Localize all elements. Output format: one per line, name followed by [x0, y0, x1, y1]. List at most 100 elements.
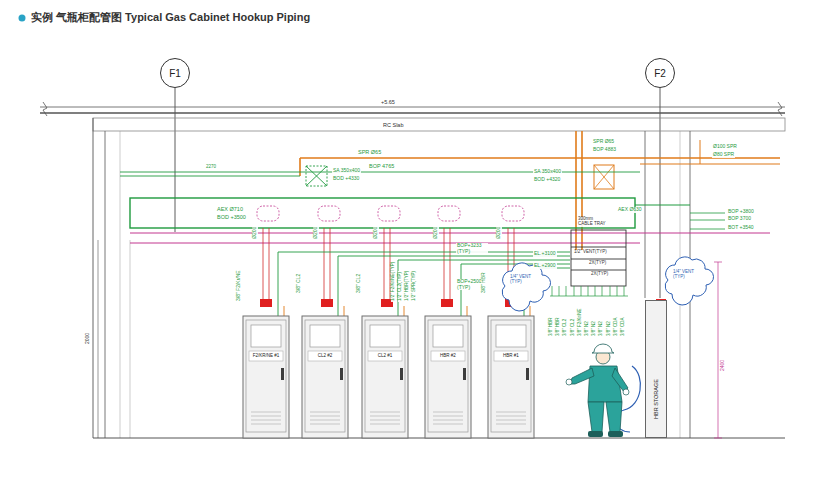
annotation: SA 350x400: [533, 169, 562, 175]
pipe-tag: 2400: [720, 359, 726, 372]
pipe-tag: 3/8" HBR: [549, 316, 554, 337]
annotation: BOT +3540: [727, 225, 755, 231]
cabinet-label: HBR #1: [488, 353, 534, 358]
aex-duct-part: [130, 243, 640, 244]
worker-figure-part: [623, 389, 629, 395]
spr-pipe-part: [594, 165, 614, 189]
annotation: BOP 3700: [727, 216, 752, 222]
note-cloud: [502, 257, 713, 311]
pipe-tag: 3/8" HBR: [556, 316, 561, 337]
annotation: SPR Ø65: [357, 149, 382, 155]
annotation: 1/4" VENT (TYP): [672, 270, 704, 280]
exhaust-branches-part: [269, 228, 270, 300]
slab-structure-part: [40, 107, 785, 108]
pipe-tag: 1/2" F2/Kr/NE(TYP): [391, 261, 396, 302]
annotation: 2X(TYP): [590, 272, 609, 277]
exhaust-connector-part: [321, 299, 333, 307]
aex-duct-part: [690, 220, 725, 221]
gas-lines-part: [467, 306, 468, 316]
tube-bundle-part: [559, 286, 560, 296]
spr-pipe-part: [575, 131, 577, 250]
slab-structure-part: [93, 118, 785, 131]
worker-figure-part: [566, 379, 572, 385]
gas-lines-part: [338, 256, 570, 316]
worker-figure: [566, 344, 640, 437]
sa-duct-part: [306, 166, 327, 186]
tube-bundle-part: [588, 286, 589, 296]
spr-pipe: [300, 131, 780, 250]
tube-bundle-part: [550, 296, 628, 297]
cable-tray-part: [571, 270, 626, 271]
worker-figure-part: [608, 431, 623, 437]
tube-bundle: [550, 286, 628, 296]
exhaust-dampers-part: [438, 206, 460, 221]
pipe-tag: 3/8" N2: [592, 320, 597, 337]
axis-bubble: F1: [160, 58, 190, 88]
gas-lines-part: [278, 252, 570, 316]
spr-pipe-part: [594, 165, 614, 189]
exhaust-branches-part: [444, 228, 445, 300]
gas-cabinet-body-part: [243, 316, 289, 438]
grid-axis-part: [660, 88, 661, 298]
gas-cabinet: CL2 #2: [302, 316, 348, 438]
tube-bundle-part: [566, 286, 567, 296]
axis-label: F1: [169, 68, 181, 79]
annotation: SA 350x400: [332, 168, 361, 174]
pipe-tag: Ø200: [313, 226, 319, 240]
annotation: BOD +3500: [216, 214, 247, 220]
slab-structure-part: [93, 118, 94, 438]
pipe-tag: 3/8" F2/Kr/NE: [236, 269, 242, 302]
exhaust-branches-part: [330, 228, 331, 300]
sa-duct-part: [306, 166, 327, 186]
gas-cabinet: HBR #1: [488, 316, 534, 438]
gas-cabinet-body-part: [488, 316, 534, 438]
exhaust-branches-part: [324, 228, 325, 300]
gas-lines-part: [284, 306, 285, 316]
tube-bundle-part: [602, 286, 603, 296]
slab-structure-part: [105, 131, 106, 438]
tube-bundle-part: [595, 286, 596, 296]
gas-lines-part: [530, 306, 531, 316]
gas-lines: [278, 252, 570, 316]
diagram-title: 实例 气瓶柜配管图 Typical Gas Cabinet Hookup Pip…: [31, 11, 310, 23]
annotation: RC Slab: [382, 122, 404, 128]
grid-axis-part: [175, 88, 176, 232]
slab-structure-part: [120, 131, 121, 438]
annotation: BOD +4320: [533, 177, 561, 183]
tube-bundle-part: [610, 286, 611, 296]
pipe-tag: 3/8" HBR: [481, 271, 487, 294]
spr-pipe-part: [700, 140, 701, 164]
gas-lines-part: [398, 260, 570, 316]
annotation: BOD +4330: [332, 176, 360, 182]
pipe-tag: Ø200: [252, 226, 258, 240]
pipe-tag: 3/8" CDA: [621, 316, 626, 337]
grid-axis: [175, 88, 660, 298]
cabinet-label: F2/KR/NE #1: [243, 353, 289, 358]
annotation: BOP 4883: [592, 147, 617, 153]
annotation: Ø100 SPR: [712, 144, 738, 150]
annotation: EL.+2900: [533, 263, 557, 269]
sa-duct-part: [120, 176, 300, 177]
annotation: 2270: [205, 165, 217, 170]
annotation: BOP 4765: [368, 163, 395, 169]
spr-pipe-part: [594, 165, 614, 189]
dimension-line-part: [98, 240, 99, 438]
exhaust-branches-part: [263, 228, 264, 300]
aex-duct-part: [690, 213, 725, 214]
dimension-line: [98, 240, 722, 438]
gas-cabinet-body: [243, 316, 534, 438]
worker-figure-part: [606, 402, 622, 432]
note-cloud-part: [502, 263, 550, 311]
tube-bundle-part: [624, 286, 625, 296]
annotation: 1/2" VENT(TYP): [573, 250, 608, 255]
spr-pipe-part: [581, 131, 583, 250]
cable-tray-part: [571, 247, 626, 248]
tube-bundle-part: [617, 286, 618, 296]
exhaust-connector: [260, 299, 666, 307]
worker-figure-part: [588, 431, 603, 437]
sa-duct-part: [306, 166, 327, 186]
pipe-tag: 3/8" CL2: [296, 273, 302, 294]
worker-figure-part: [588, 402, 604, 432]
slab-structure: [40, 102, 785, 438]
